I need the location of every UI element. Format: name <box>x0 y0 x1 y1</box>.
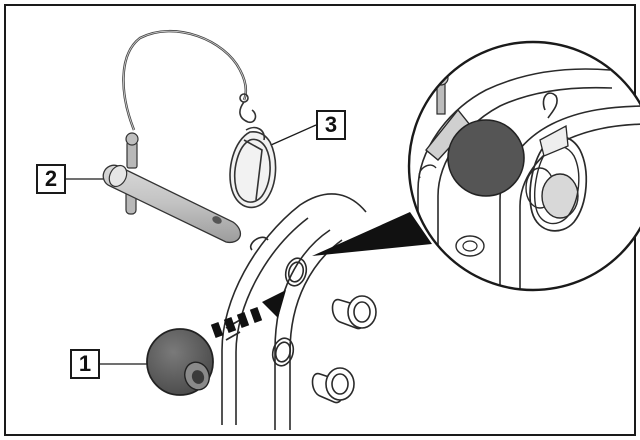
ball-knob <box>146 328 214 396</box>
pin-bushings <box>311 295 377 404</box>
callout-label-clip: 3 <box>316 110 346 140</box>
hitch-pin <box>102 132 242 244</box>
magnifier-pointer <box>312 212 432 256</box>
magnifier-circle <box>407 40 640 292</box>
safety-clip <box>229 93 277 209</box>
insertion-arrow-icon <box>210 290 286 338</box>
callout-label-ball: 1 <box>70 349 100 379</box>
bracket-holes <box>271 257 308 367</box>
callout-label-pin: 2 <box>36 164 66 194</box>
